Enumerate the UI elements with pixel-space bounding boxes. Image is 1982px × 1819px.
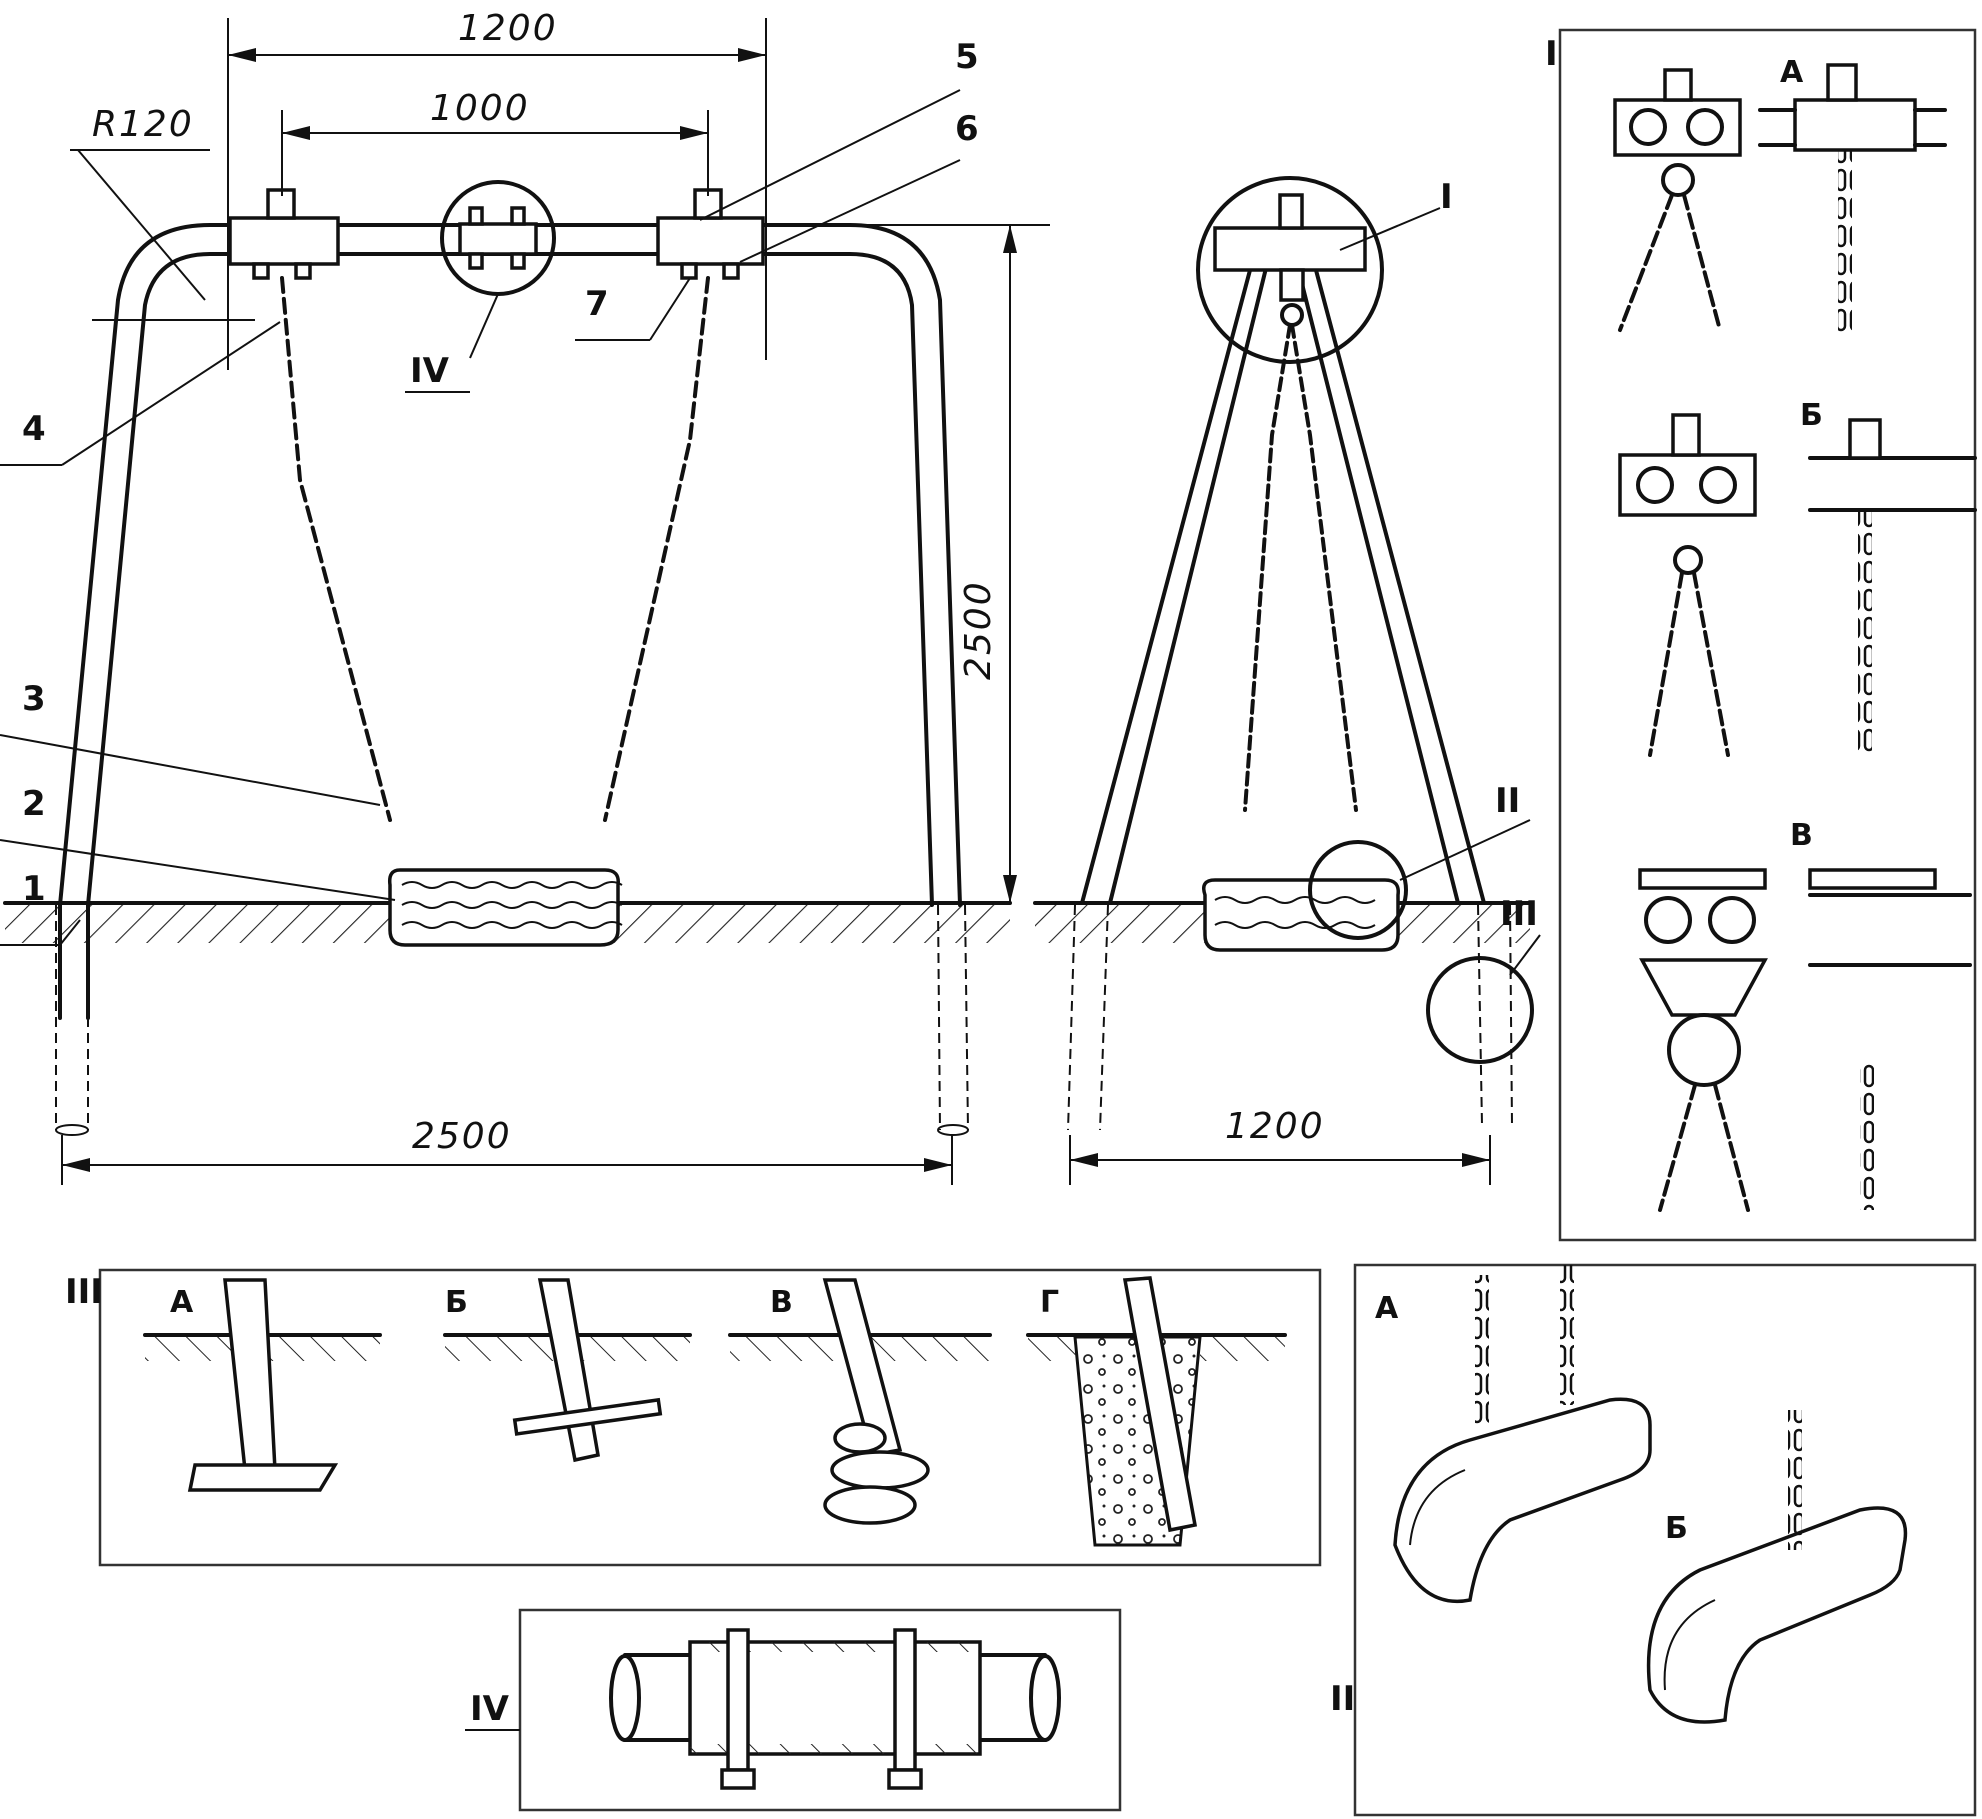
- radius-leader: [77, 149, 206, 301]
- radius-label: R120: [92, 104, 194, 145]
- side-chain-a: [1243, 323, 1292, 812]
- chain-ii-a2: [1560, 1265, 1574, 1405]
- callout-6: 6: [955, 109, 979, 149]
- leg-end-right: [937, 1124, 969, 1136]
- side-view: I II III 1200: [1033, 176, 1541, 1185]
- dim-1000-label: 1000: [430, 88, 530, 129]
- buried-leg-left: [55, 905, 89, 1130]
- panel-iii-variant-a: А: [170, 1285, 194, 1320]
- nut-right-b: [722, 262, 740, 280]
- dim-1200-side-label: 1200: [1225, 1106, 1325, 1147]
- bolt-iv-right: [893, 1628, 917, 1772]
- panel-i-variant-b: Б: [1800, 398, 1823, 433]
- callout-7: 7: [585, 284, 609, 324]
- panel-iv-frame: [518, 1608, 1122, 1812]
- panel-ii-variant-b: Б: [1665, 1511, 1688, 1546]
- panel-i-label: I: [1545, 34, 1558, 74]
- post-b: [537, 1278, 601, 1463]
- post-a: [223, 1278, 277, 1472]
- buried-leg-right: [937, 904, 969, 1131]
- front-view: 1200 1000 R120 2500 2500 1 2 3 4 5: [0, 8, 1050, 1185]
- joint-sleeve: [458, 222, 538, 256]
- callout-4: 4: [22, 409, 46, 449]
- clamp-left: [228, 216, 340, 266]
- panel-iii-label: III: [65, 1272, 103, 1312]
- post-b-crossbar: [512, 1397, 663, 1436]
- bolt-iv-left: [726, 1628, 750, 1772]
- frame-outer-contour: [58, 223, 962, 1020]
- panel-ii-label: II: [1330, 1679, 1355, 1719]
- clamp-b-front: [1618, 453, 1757, 517]
- callout-3: 3: [22, 679, 46, 719]
- bracket-v: [1639, 958, 1768, 1017]
- panel-iii-variant-v: В: [770, 1285, 793, 1320]
- chain-right: [603, 276, 710, 822]
- stone-2: [823, 1485, 917, 1525]
- panel-iv-label: IV: [470, 1689, 510, 1729]
- callout-2: 2: [22, 784, 46, 824]
- chain-left: [280, 276, 392, 822]
- panel-i: I А Б В: [1545, 28, 1977, 1242]
- dim-2500-horizontal-label: 2500: [412, 1116, 512, 1157]
- post-a-plate: [187, 1463, 339, 1492]
- plate-v-front: [1638, 868, 1767, 890]
- panel-ii-variant-a: А: [1375, 1291, 1399, 1326]
- tire-section-b: [1646, 1506, 1908, 1724]
- clamp-a-front: [1613, 98, 1742, 157]
- tire-section-a: [1393, 1397, 1652, 1603]
- detail-mark-iii: III: [1500, 894, 1538, 934]
- frame-inner-contour: [86, 252, 934, 1020]
- pipe-b-side: [1808, 456, 1977, 512]
- panel-iii: III А Б В Г: [65, 1268, 1322, 1567]
- callout-5: 5: [955, 37, 979, 77]
- detail-mark-iv: IV: [410, 351, 450, 391]
- dim-2500-vertical-label: 2500: [958, 580, 999, 680]
- post-g: [1122, 1276, 1198, 1533]
- panel-iv: IV: [465, 1608, 1122, 1812]
- detail-circle-ii: [1308, 840, 1408, 940]
- side-tire-seat: [1202, 878, 1400, 952]
- panel-ii: II А Б: [1330, 1263, 1977, 1817]
- side-chain-b: [1290, 323, 1358, 812]
- nut-left-a: [252, 262, 270, 280]
- stone-1: [830, 1450, 930, 1490]
- panel-ii-frame: [1353, 1263, 1977, 1817]
- nut-right-a: [680, 262, 698, 280]
- nut-left-b: [294, 262, 312, 280]
- tire-seat: [387, 868, 623, 947]
- panel-i-variant-a: А: [1780, 55, 1804, 90]
- clamp-right: [656, 216, 765, 266]
- side-leg-right: [1294, 238, 1486, 905]
- panel-iii-frame: [98, 1268, 1322, 1567]
- chain-a-side: [1838, 150, 1852, 335]
- dim-1200-label: 1200: [458, 8, 558, 49]
- panel-i-frame: [1558, 28, 1977, 1242]
- post-v: [822, 1278, 903, 1458]
- detail-circle-i: [1196, 176, 1384, 364]
- detail-mark-i: I: [1440, 177, 1453, 217]
- detail-circle-iii: [1426, 956, 1534, 1064]
- side-leg-left: [1080, 238, 1270, 905]
- chain-ii-b: [1788, 1410, 1802, 1550]
- leg-end-left: [55, 1124, 89, 1136]
- chain-ii-a1: [1475, 1275, 1489, 1425]
- panel-i-variant-v: В: [1790, 818, 1813, 853]
- clamp-a-side: [1793, 98, 1917, 152]
- panel-iii-variant-g: Г: [1040, 1285, 1059, 1320]
- panel-iii-variant-b: Б: [445, 1285, 468, 1320]
- detail-mark-ii: II: [1495, 781, 1520, 821]
- callout-1: 1: [22, 869, 46, 909]
